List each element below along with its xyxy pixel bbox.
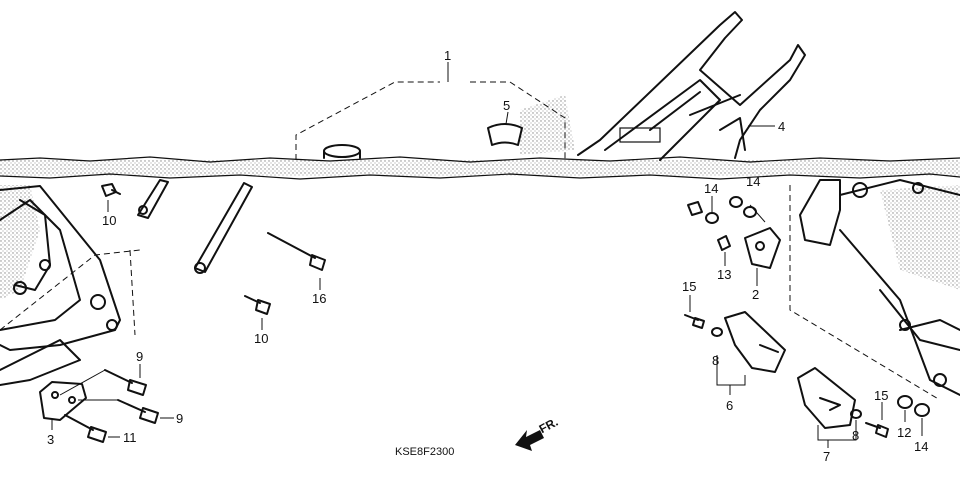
callout-10a: 10 [102,213,116,228]
bolt-9a [104,364,147,396]
callout-8a: 8 [712,353,719,368]
callout-4: 4 [778,119,785,134]
bolt-9b [117,399,174,424]
callout-9a: 9 [136,349,143,364]
nut-group-14 [687,196,766,266]
shading [0,95,960,300]
callout-11: 11 [123,430,137,445]
callout-16: 16 [312,291,326,306]
callout-7: 7 [823,449,830,464]
bolt-15b [865,402,889,438]
frame-assembly-group [295,62,566,160]
callout-9b: 9 [176,411,183,426]
torn-band [0,156,960,180]
callout-12: 12 [897,425,911,440]
callout-13: 13 [717,267,731,282]
bolt-11 [64,414,120,443]
callout-10b: 10 [254,331,268,346]
bolt-10a [101,183,121,212]
callout-6: 6 [726,398,733,413]
callout-2: 2 [752,287,759,302]
bracket-part-2 [744,227,781,286]
callout-15b: 15 [874,388,888,403]
rear-subframe-part-4 [577,11,806,161]
bolt-10b [244,295,271,330]
callout-14b: 14 [746,174,760,189]
callout-3: 3 [47,432,54,447]
collar-part-5 [487,111,523,146]
nut-14c [914,403,930,436]
left-main-frame [0,185,141,386]
upper-link-bracket [137,179,169,219]
heel-guard-part-6 [684,295,786,395]
callout-8b: 8 [852,428,859,443]
nut-12 [897,395,913,422]
callout-5: 5 [503,98,510,113]
diagram-code: KSE8F2300 [395,446,454,458]
callout-14a: 14 [704,181,718,196]
engine-bracket-part-3 [39,381,87,430]
heel-guard-part-7 [797,367,862,448]
steering-cup [323,144,361,159]
frame-stay [194,182,253,274]
bolt-16 [267,232,326,290]
right-main-frame [789,179,960,401]
callout-1: 1 [444,48,451,63]
callout-labels: 1 2 3 4 5 6 7 8 8 9 9 10 10 11 12 13 14 … [47,48,928,464]
callout-14c: 14 [914,439,928,454]
callout-15a: 15 [682,279,696,294]
front-direction-arrow: FR. [515,415,560,451]
